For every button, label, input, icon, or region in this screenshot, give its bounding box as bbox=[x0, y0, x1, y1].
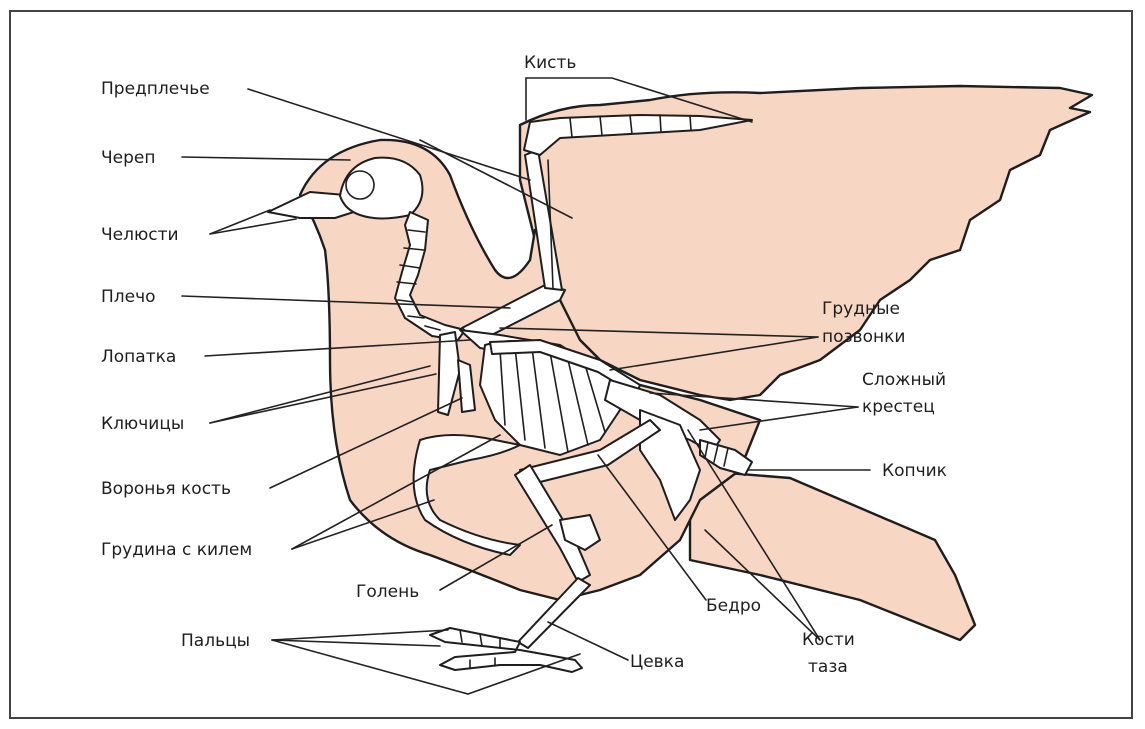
leader-chelyusti-1 bbox=[210, 210, 270, 234]
label-cherep: Череп bbox=[101, 148, 155, 168]
label-voronya-kost: Воронья кость bbox=[101, 479, 231, 499]
label-kist: Кисть bbox=[524, 53, 576, 73]
label-klyuchitsy: Ключицы bbox=[101, 414, 184, 434]
label-tsevka: Цевка bbox=[630, 652, 684, 672]
label-kosti-taza-2: таза bbox=[808, 657, 848, 677]
label-grudnye-pozvonki-2: позвонки bbox=[822, 327, 905, 347]
leader-cherep bbox=[182, 157, 350, 160]
label-kosti-taza-1: Кости bbox=[802, 630, 855, 650]
bird-silhouette bbox=[300, 86, 1092, 640]
leader-tsevka bbox=[548, 622, 628, 660]
leader-paltsy-3 bbox=[272, 640, 580, 694]
label-predplechye: Предплечье bbox=[101, 79, 210, 99]
label-lopatka: Лопатка bbox=[101, 347, 176, 367]
label-golen: Голень bbox=[356, 582, 419, 602]
label-grudina: Грудина с килем bbox=[101, 540, 252, 560]
label-slozhny-krestets-2: крестец bbox=[862, 397, 935, 417]
label-chelyusti: Челюсти bbox=[101, 225, 179, 245]
leader-chelyusti-2 bbox=[210, 219, 296, 234]
label-grudnye-pozvonki-1: Грудные bbox=[822, 299, 900, 319]
label-bedro: Бедро bbox=[706, 596, 761, 616]
label-kopchik: Копчик bbox=[882, 461, 947, 481]
label-plecho: Плечо bbox=[101, 287, 156, 307]
label-paltsy: Пальцы bbox=[181, 631, 250, 651]
toe-bones bbox=[430, 628, 582, 672]
leader-paltsy-2 bbox=[272, 640, 440, 646]
leader-paltsy-1 bbox=[272, 630, 448, 640]
label-slozhny-krestets-1: Сложный bbox=[862, 370, 946, 390]
